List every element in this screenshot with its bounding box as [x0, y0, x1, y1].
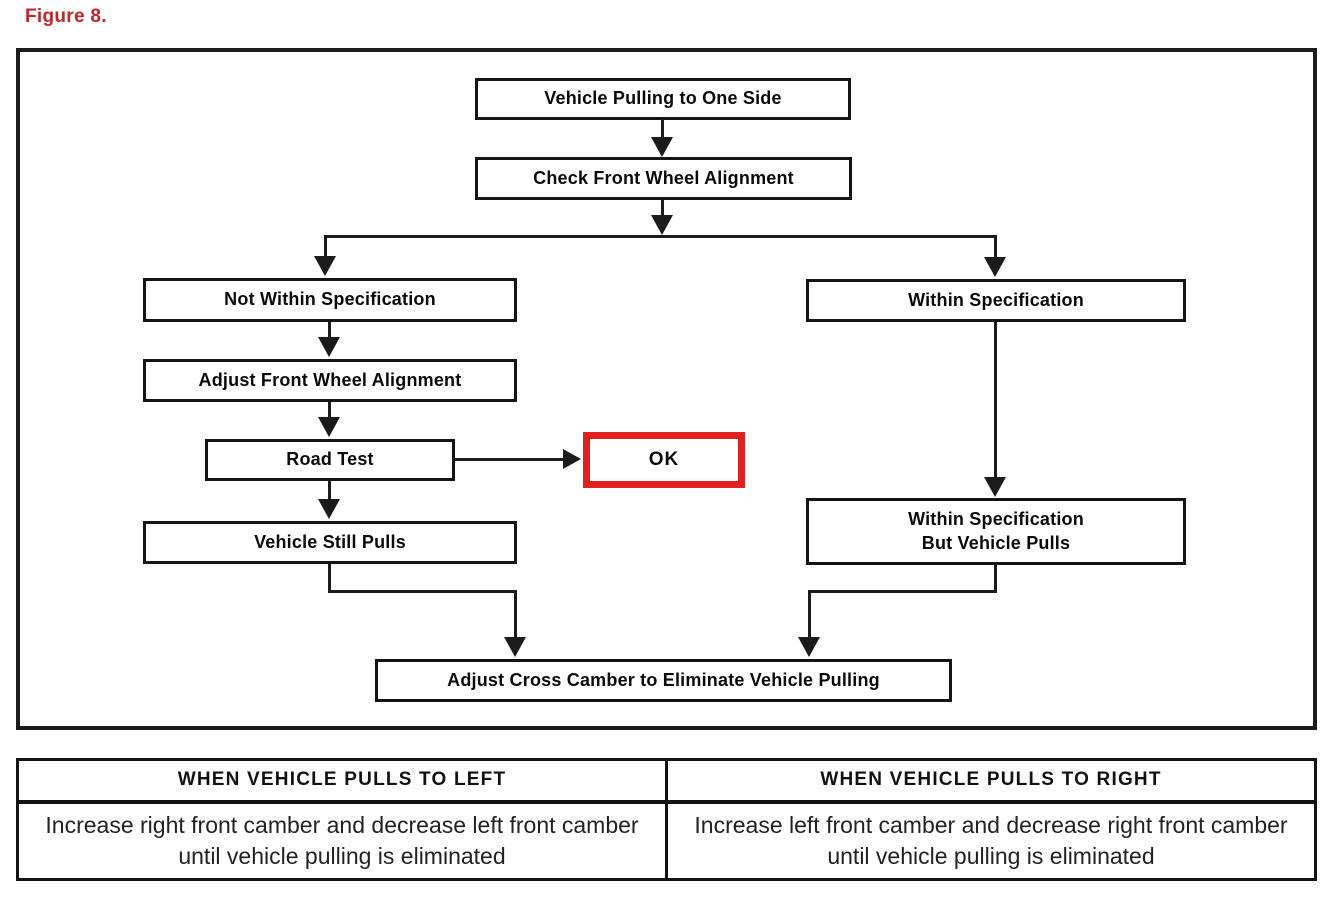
connector-line — [328, 322, 331, 338]
flow-node-adjust-cross-camber: Adjust Cross Camber to Eliminate Vehicle… — [375, 659, 952, 702]
connector-line — [994, 322, 997, 478]
arrow-down-icon — [318, 499, 340, 519]
arrow-down-icon — [314, 256, 336, 276]
figure-title: Figure 8. — [25, 6, 107, 27]
flow-node-check-alignment: Check Front Wheel Alignment — [475, 157, 852, 200]
arrow-down-icon — [798, 637, 820, 657]
connector-line — [994, 565, 997, 593]
connector-line — [661, 200, 664, 217]
arrow-down-icon — [504, 637, 526, 657]
connector-line — [328, 590, 517, 593]
connector-line — [324, 235, 327, 257]
connector-line — [994, 235, 997, 258]
arrow-down-icon — [984, 477, 1006, 497]
connector-line — [808, 590, 997, 593]
arrow-down-icon — [318, 417, 340, 437]
connector-line — [328, 481, 331, 500]
remedy-header-left: WHEN VEHICLE PULLS TO LEFT — [16, 758, 668, 804]
connector-line — [514, 590, 517, 638]
remedy-body-right: Increase left front camber and decrease … — [665, 800, 1317, 881]
connector-line — [328, 402, 331, 418]
flow-node-not-within-spec: Not Within Specification — [143, 278, 517, 322]
connector-line — [661, 119, 664, 139]
flow-node-within-spec-but-pulls: Within Specification But Vehicle Pulls — [806, 498, 1186, 565]
flow-node-within-spec: Within Specification — [806, 279, 1186, 322]
flow-node-adjust-alignment: Adjust Front Wheel Alignment — [143, 359, 517, 402]
flow-node-road-test: Road Test — [205, 439, 455, 481]
connector-line — [328, 564, 331, 593]
arrow-right-icon — [563, 449, 581, 469]
connector-split-bar — [324, 235, 997, 238]
remedy-body-left: Increase right front camber and decrease… — [16, 800, 668, 881]
remedy-table: WHEN VEHICLE PULLS TO LEFT WHEN VEHICLE … — [16, 758, 1317, 881]
connector-line — [808, 590, 811, 638]
flow-node-vehicle-still-pulls: Vehicle Still Pulls — [143, 521, 517, 564]
arrow-down-icon — [651, 137, 673, 157]
arrow-down-icon — [984, 257, 1006, 277]
arrow-down-icon — [651, 215, 673, 235]
remedy-table-body-row: Increase right front camber and decrease… — [16, 800, 1317, 881]
remedy-header-right: WHEN VEHICLE PULLS TO RIGHT — [665, 758, 1317, 804]
flow-node-ok: OK — [583, 432, 745, 488]
flow-node-vehicle-pulling: Vehicle Pulling to One Side — [475, 78, 851, 120]
remedy-table-header-row: WHEN VEHICLE PULLS TO LEFT WHEN VEHICLE … — [16, 758, 1317, 804]
arrow-down-icon — [318, 337, 340, 357]
connector-line — [455, 458, 563, 461]
